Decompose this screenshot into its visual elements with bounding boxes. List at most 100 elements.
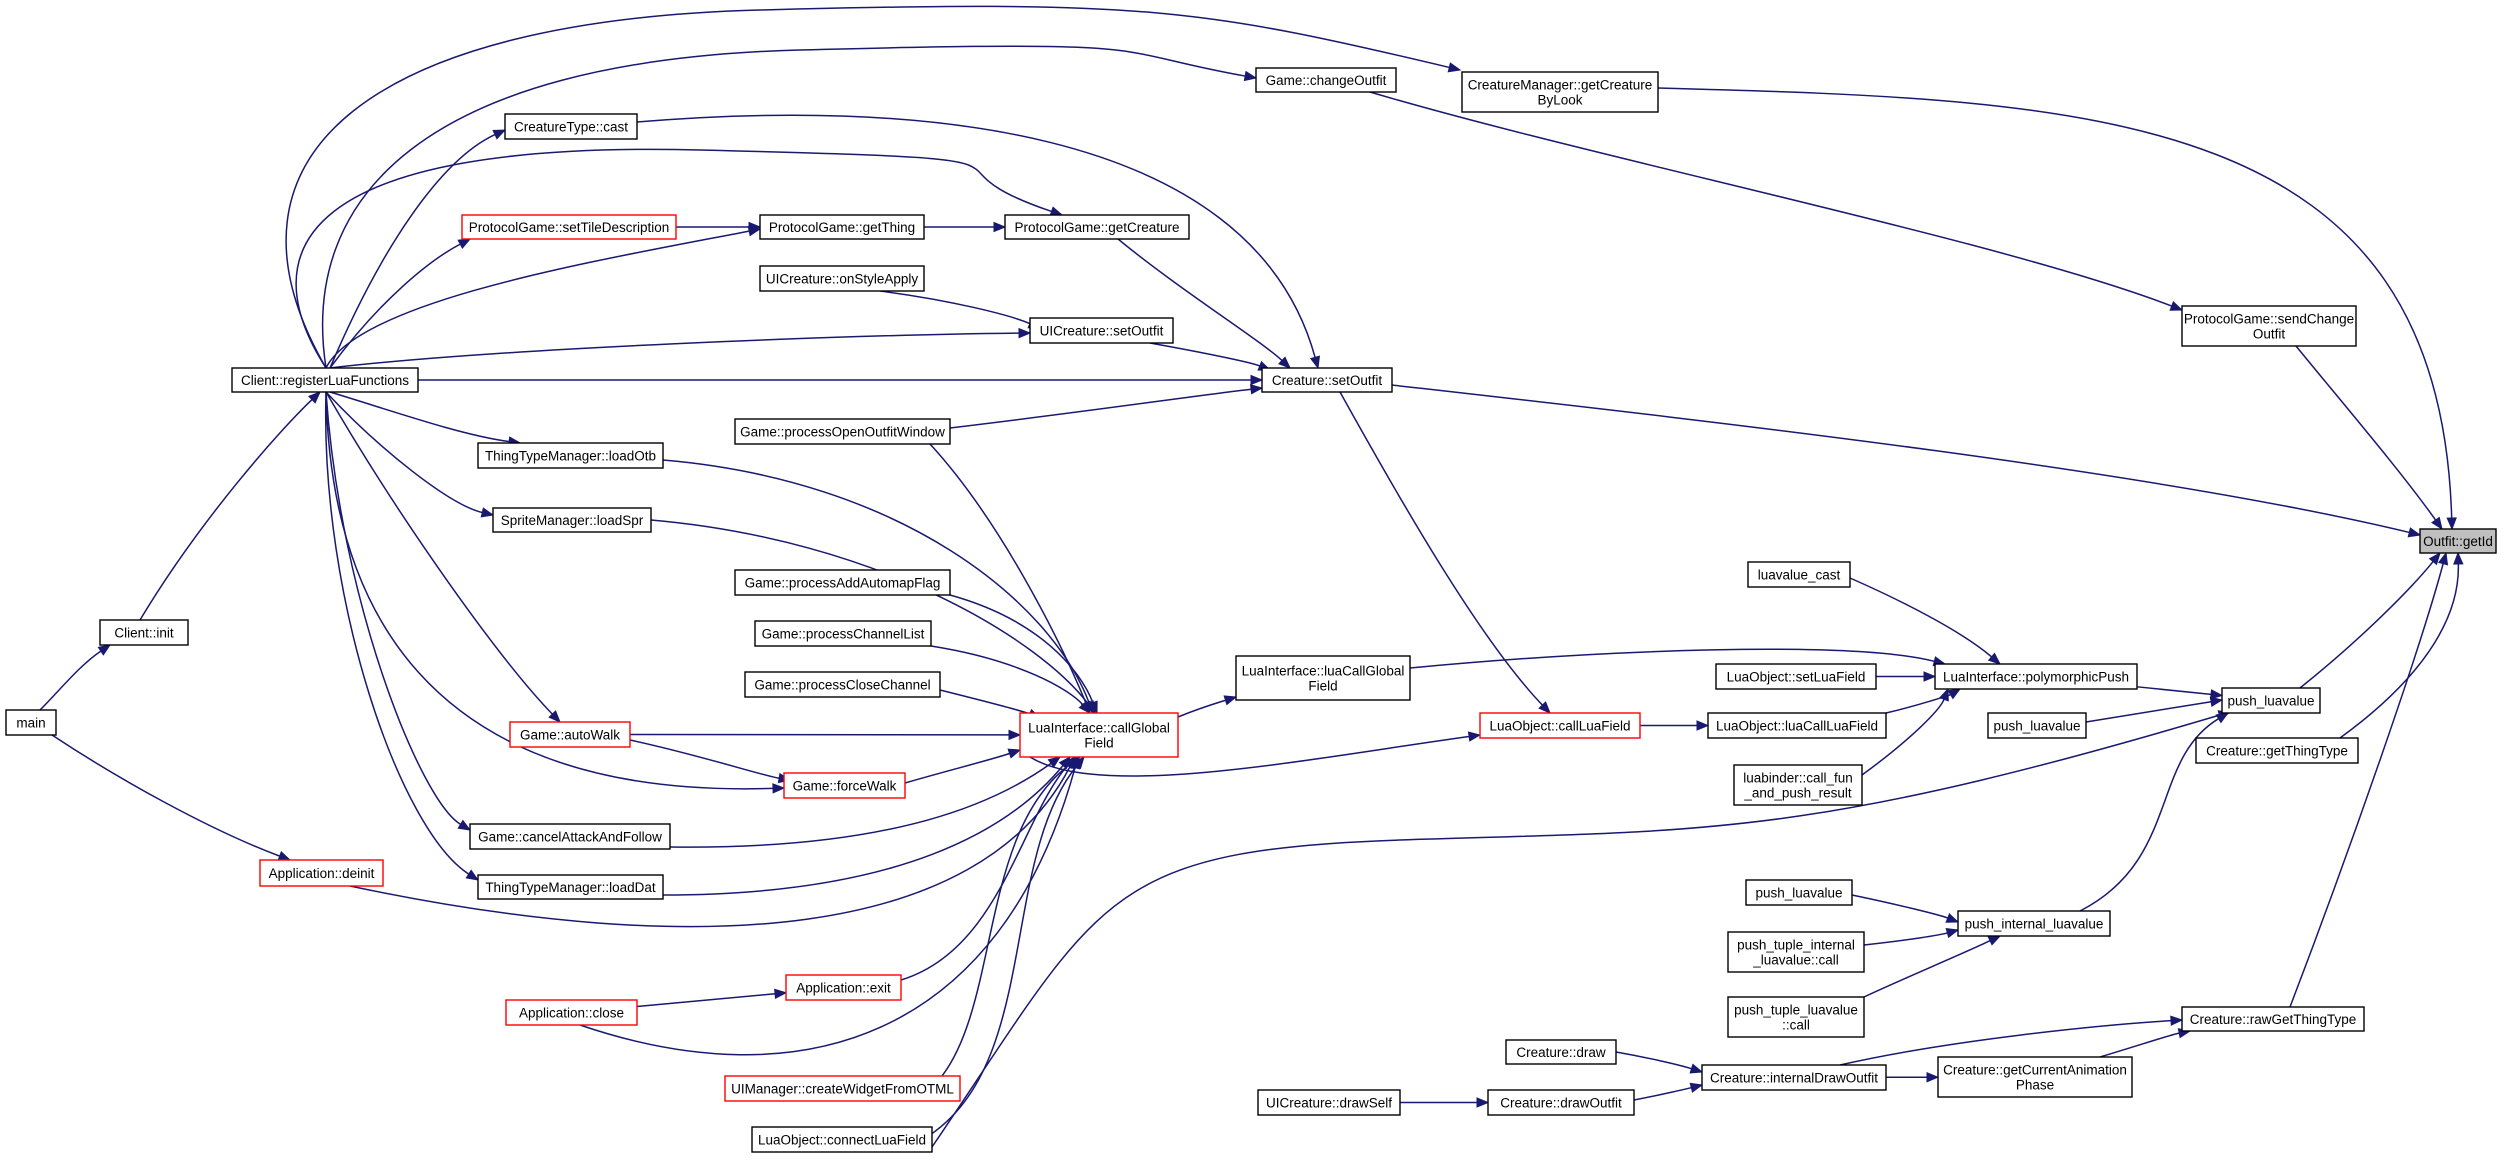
node-label: Game::changeOutfit: [1266, 73, 1387, 88]
node-loadSpr[interactable]: SpriteManager::loadSpr: [492, 507, 652, 533]
node-box: [1745, 879, 1853, 906]
node-uiSetOutfit[interactable]: UICreature::setOutfit: [1029, 317, 1174, 344]
node-rawGetThingType[interactable]: Creature::rawGetThingType: [2181, 1006, 2365, 1032]
node-processAddAutomapFlag[interactable]: Game::processAddAutomapFlag: [734, 569, 951, 596]
node-appExit[interactable]: Application::exit: [785, 974, 902, 1001]
edge-rawGetThingType-to-getId: [2289, 551, 2449, 1008]
node-pushTupleInternal[interactable]: push_tuple_internal_luavalue::call: [1727, 931, 1865, 973]
edge-getThingType-to-getId: [2339, 551, 2464, 739]
node-box: [1987, 712, 2087, 739]
edge-callFunAndPush-to-polymorphicPush: [1861, 687, 1949, 776]
node-box: [2195, 737, 2359, 764]
node-label: Outfit::getId: [2423, 534, 2493, 549]
node-getId[interactable]: Outfit::getId: [2419, 528, 2497, 554]
node-label: Creature::internalDrawOutfit: [1710, 1071, 1878, 1086]
node-getThingType[interactable]: Creature::getThingType: [2195, 737, 2359, 764]
edge-registerLuaFunctions-to-creatureSetOutfit: [418, 374, 1264, 386]
node-setTileDescription[interactable]: ProtocolGame::setTileDescription: [461, 214, 677, 240]
edge-sendChangeOutfit-to-getId: [2295, 345, 2443, 531]
edge-protocolGetThing-to-protocolGetCreature: [924, 221, 1007, 233]
edge-cancelAttackAndFollow-to-callGlobalField: [669, 756, 1062, 848]
node-label: CreatureType::cast: [514, 120, 628, 135]
node-callFunAndPush[interactable]: luabinder::call_fun_and_push_result: [1733, 764, 1863, 806]
node-box: [1701, 1064, 1887, 1091]
node-box: [1461, 71, 1659, 113]
node-label: Creature::getCurrentAnimation: [1943, 1063, 2127, 1078]
node-label: ThingTypeManager::loadDat: [485, 880, 656, 895]
edge-luaCallLuaField-to-polymorphicPush: [1885, 688, 1962, 714]
node-uiDrawSelf[interactable]: UICreature::drawSelf: [1257, 1089, 1401, 1116]
node-label: Field: [1084, 736, 1113, 751]
node-internalDrawOutfit[interactable]: Creature::internalDrawOutfit: [1701, 1064, 1887, 1091]
node-box: [469, 823, 671, 850]
node-label: LuaInterface::luaCallGlobal: [1242, 664, 1405, 679]
node-pushLuavalueMain[interactable]: push_luavalue: [2221, 687, 2321, 714]
node-connectLuaField[interactable]: LuaObject::connectLuaField: [751, 1126, 933, 1153]
node-box: [2181, 305, 2357, 347]
node-creatureTypeCast[interactable]: CreatureType::cast: [504, 113, 638, 140]
node-loadDat[interactable]: ThingTypeManager::loadDat: [477, 874, 664, 900]
node-label: ByLook: [1537, 93, 1582, 108]
node-polymorphicPush[interactable]: LuaInterface::polymorphicPush: [1934, 663, 2138, 690]
node-appDeinit[interactable]: Application::deinit: [259, 859, 384, 887]
node-callLuaField[interactable]: LuaObject::callLuaField: [1479, 712, 1641, 739]
node-label: LuaInterface::callGlobal: [1028, 721, 1170, 736]
node-label: Creature::setOutfit: [1272, 373, 1383, 388]
edge-creatureSetOutfit-to-getId: [1391, 384, 2422, 538]
node-appClose[interactable]: Application::close: [505, 999, 638, 1026]
node-main[interactable]: main: [5, 709, 57, 736]
node-box: [2221, 687, 2321, 714]
node-box: [1029, 317, 1174, 344]
node-box: [724, 1075, 961, 1102]
node-luavalueCast[interactable]: luavalue_cast: [1747, 561, 1851, 588]
node-creatureDraw[interactable]: Creature::draw: [1505, 1039, 1617, 1065]
node-label: UICreature::setOutfit: [1040, 324, 1164, 339]
node-luaCallLuaField[interactable]: LuaObject::luaCallLuaField: [1707, 712, 1887, 739]
node-pushLuavalue3[interactable]: push_luavalue: [1745, 879, 1853, 906]
node-cancelAttackAndFollow[interactable]: Game::cancelAttackAndFollow: [469, 823, 671, 850]
node-box: [509, 721, 631, 748]
edge-setLuaField-to-polymorphicPush: [1876, 671, 1937, 682]
node-registerLuaFunctions[interactable]: Client::registerLuaFunctions: [231, 367, 419, 393]
node-uiOnStyleApply[interactable]: UICreature::onStyleApply: [759, 265, 925, 292]
edge-callLuaField-to-luaCallLuaField: [1640, 720, 1710, 731]
node-autoWalk[interactable]: Game::autoWalk: [509, 721, 631, 748]
node-box: [2181, 1006, 2365, 1032]
node-protocolGetCreature[interactable]: ProtocolGame::getCreature: [1004, 214, 1190, 240]
node-box: [734, 418, 951, 445]
node-clientInit[interactable]: Client::init: [99, 619, 189, 646]
node-label: push_luavalue: [1755, 886, 1842, 901]
node-loadOtb[interactable]: ThingTypeManager::loadOtb: [477, 442, 664, 469]
node-processChannelList[interactable]: Game::processChannelList: [754, 620, 932, 647]
node-protocolGetThing[interactable]: ProtocolGame::getThing: [759, 214, 925, 240]
node-pushLuavalue2[interactable]: push_luavalue: [1987, 712, 2087, 739]
node-label: Field: [1308, 679, 1337, 694]
node-forceWalk[interactable]: Game::forceWalk: [783, 772, 906, 799]
node-processOpenOutfitWindow[interactable]: Game::processOpenOutfitWindow: [734, 418, 951, 445]
node-createWidgetFromOTML[interactable]: UIManager::createWidgetFromOTML: [724, 1075, 961, 1102]
node-drawOutfit[interactable]: Creature::drawOutfit: [1487, 1089, 1635, 1116]
edge-processOpenOutfitWindow-to-callGlobalField: [929, 443, 1091, 715]
node-label: luavalue_cast: [1758, 568, 1841, 583]
node-label: Client::init: [114, 626, 174, 641]
node-label: push_luavalue: [2227, 694, 2314, 709]
node-creatureSetOutfit[interactable]: Creature::setOutfit: [1261, 367, 1393, 393]
node-box: [1957, 910, 2111, 937]
node-pushTupleLuavalue[interactable]: push_tuple_luavalue::call: [1727, 996, 1865, 1038]
node-changeOutfit[interactable]: Game::changeOutfit: [1255, 67, 1397, 93]
node-label: LuaObject::connectLuaField: [758, 1133, 926, 1148]
edge-creatureSetOutfit-to-callLuaField: [1339, 391, 1551, 714]
node-label: Outfit: [2253, 327, 2286, 342]
node-processCloseChannel[interactable]: Game::processCloseChannel: [744, 671, 941, 698]
node-box: [1934, 663, 2138, 690]
node-label: UIManager::createWidgetFromOTML: [731, 1082, 954, 1097]
node-label: Creature::drawOutfit: [1500, 1096, 1622, 1111]
node-setLuaField[interactable]: LuaObject::setLuaField: [1715, 663, 1877, 690]
edge-registerLuaFunctions-to-cancelAttackAndFollow: [325, 391, 472, 831]
node-pushInternalLuavalue[interactable]: push_internal_luavalue: [1957, 910, 2111, 937]
